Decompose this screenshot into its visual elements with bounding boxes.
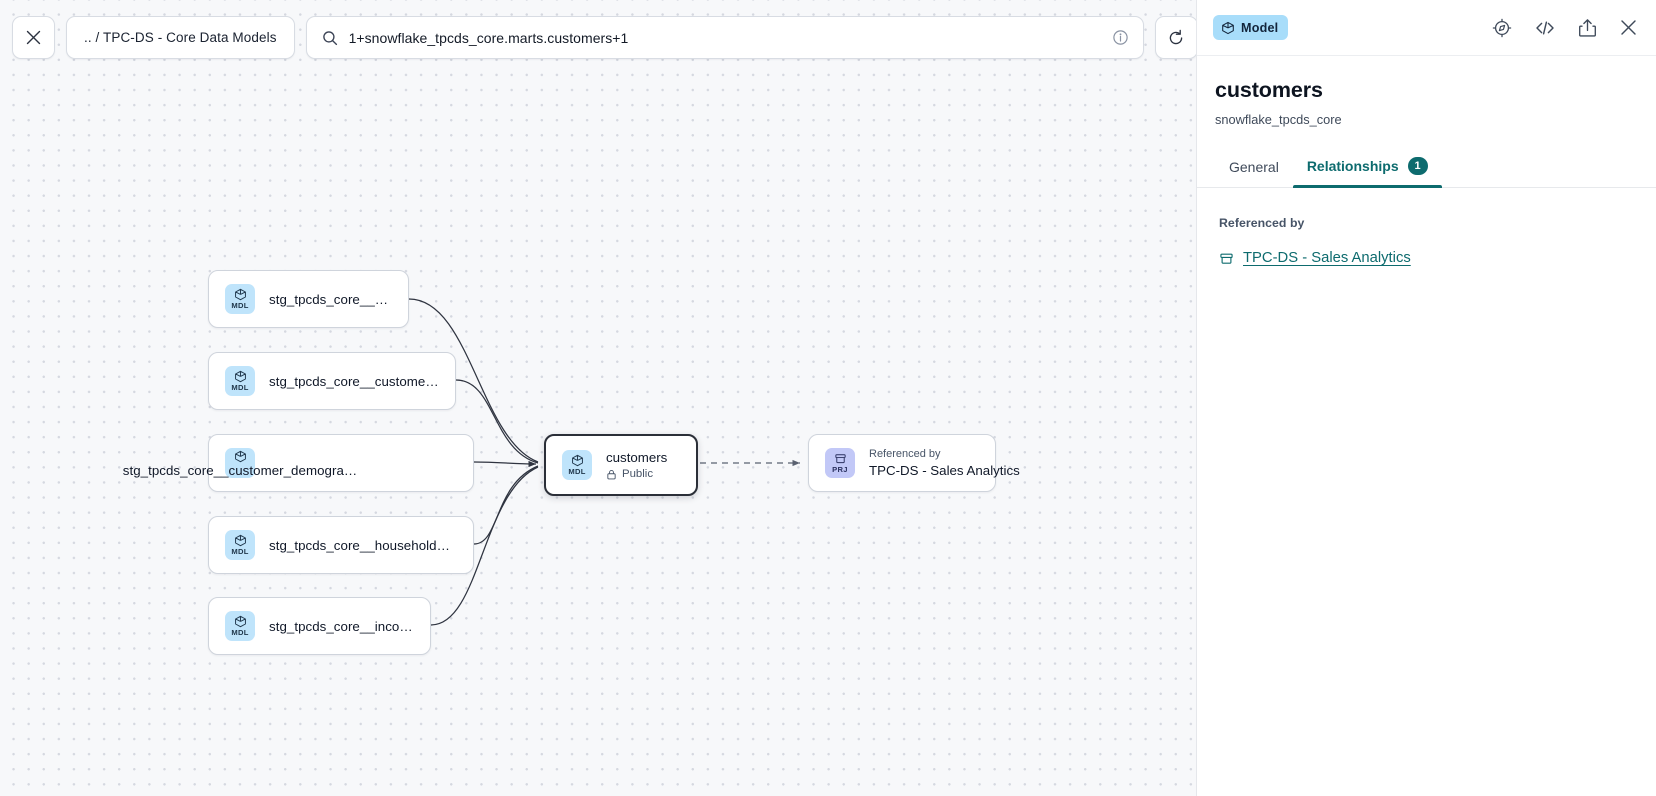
badge-text: MDL xyxy=(231,547,249,556)
tab-count-badge: 1 xyxy=(1407,157,1428,175)
model-badge: stg_tpcds_core__customer_demogra… xyxy=(123,448,357,478)
node-label: stg_tpcds_core__customer_demogra… xyxy=(122,462,358,478)
reference-link[interactable]: TPC-DS - Sales Analytics xyxy=(1243,250,1411,266)
lineage-node-upstream[interactable]: MDL stg_tpcds_core__customer_address xyxy=(208,352,456,410)
node-label: stg_tpcds_core__customer_address xyxy=(269,373,439,389)
panel-subtitle: snowflake_tpcds_core xyxy=(1215,112,1342,127)
lineage-node-downstream[interactable]: PRJ Referenced by TPC-DS - Sales Analyti… xyxy=(808,434,1020,492)
cube-icon xyxy=(571,453,584,467)
explore-icon[interactable] xyxy=(1492,18,1512,38)
node-title: TPC-DS - Sales Analytics xyxy=(869,463,1020,478)
model-badge: MDL xyxy=(562,450,592,480)
model-type-chip[interactable]: Model xyxy=(1213,15,1289,40)
project-icon xyxy=(834,451,847,465)
badge-text: MDL xyxy=(231,301,249,310)
project-icon xyxy=(1219,251,1234,266)
code-icon[interactable] xyxy=(1534,18,1556,38)
cube-icon xyxy=(1221,21,1235,35)
model-badge: MDL xyxy=(225,611,255,641)
tab-label: General xyxy=(1229,159,1279,175)
lineage-node-upstream[interactable]: MDL stg_tpcds_core__customer xyxy=(208,270,409,328)
model-chip-label: Model xyxy=(1241,20,1279,35)
tab-relationships[interactable]: Relationships 1 xyxy=(1292,157,1442,188)
badge-text: MDL xyxy=(231,383,249,392)
lock-icon xyxy=(607,469,616,479)
node-caption: Referenced by xyxy=(869,448,941,460)
info-circle-icon[interactable] xyxy=(1112,29,1129,46)
share-icon[interactable] xyxy=(1578,18,1597,38)
lineage-canvas[interactable]: .. / TPC-DS - Core Data Models xyxy=(0,0,1196,796)
cube-icon xyxy=(234,533,247,547)
section-label: Referenced by xyxy=(1219,216,1305,230)
panel-header: customers snowflake_tpcds_core xyxy=(1197,56,1656,127)
lineage-node-focus[interactable]: MDL customers Public xyxy=(544,434,698,496)
lineage-edges xyxy=(408,298,801,626)
node-label: stg_tpcds_core__income_band xyxy=(269,618,414,634)
model-badge: MDL xyxy=(225,284,255,314)
close-lineage-button[interactable] xyxy=(12,16,55,59)
lineage-node-upstream[interactable]: MDL stg_tpcds_core__household_demogr… xyxy=(208,516,474,574)
badge-text: MDL xyxy=(231,628,249,637)
node-access-label: Public xyxy=(622,468,654,480)
lineage-node-upstream[interactable]: stg_tpcds_core__customer_demogra… xyxy=(123,434,474,492)
badge-text: MDL xyxy=(568,467,586,476)
node-label: stg_tpcds_core__household_demogr… xyxy=(269,537,457,553)
canvas-toolbar: .. / TPC-DS - Core Data Models xyxy=(12,16,1196,59)
cube-icon xyxy=(234,449,247,463)
lineage-node-upstream[interactable]: MDL stg_tpcds_core__income_band xyxy=(208,597,431,655)
close-icon xyxy=(26,30,41,45)
node-label: stg_tpcds_core__customer xyxy=(269,291,392,307)
cube-icon xyxy=(234,614,247,628)
tab-general[interactable]: General xyxy=(1215,159,1293,187)
lineage-search[interactable] xyxy=(305,16,1144,59)
search-icon xyxy=(322,30,337,45)
project-badge: PRJ xyxy=(825,448,855,478)
refresh-icon xyxy=(1169,29,1183,44)
refresh-button[interactable] xyxy=(1154,16,1196,59)
model-badge: MDL xyxy=(225,530,255,560)
cube-icon xyxy=(234,287,247,301)
search-input[interactable] xyxy=(348,29,1101,46)
model-badge: MDL xyxy=(225,366,255,396)
relationships-content: Referenced by TPC-DS - Sales Analytics xyxy=(1197,188,1656,266)
cube-icon xyxy=(234,369,247,383)
list-item[interactable]: TPC-DS - Sales Analytics xyxy=(1219,250,1638,266)
tab-label: Relationships xyxy=(1306,158,1399,174)
breadcrumb[interactable]: .. / TPC-DS - Core Data Models xyxy=(66,16,295,59)
breadcrumb-label: .. / TPC-DS - Core Data Models xyxy=(84,30,277,45)
panel-actions xyxy=(1492,18,1638,38)
node-access: Public xyxy=(606,468,667,480)
badge-text: PRJ xyxy=(832,465,848,474)
panel-tabs: General Relationships 1 xyxy=(1197,157,1656,188)
details-panel: Model xyxy=(1196,0,1656,796)
page-title: customers xyxy=(1215,78,1323,102)
close-icon[interactable] xyxy=(1619,18,1638,37)
panel-toolbar: Model xyxy=(1197,0,1656,56)
node-title: customers xyxy=(606,450,668,465)
